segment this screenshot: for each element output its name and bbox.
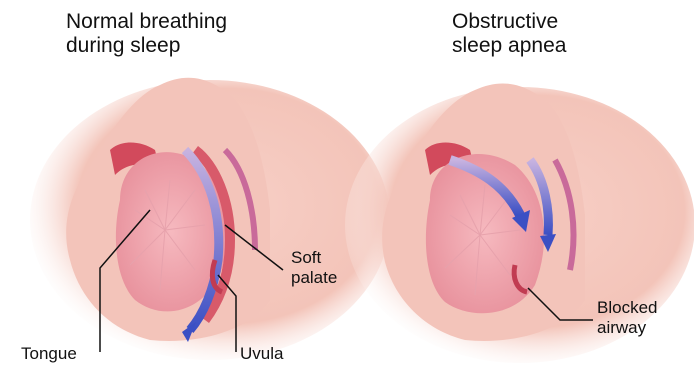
soft-palate-line1: Soft (291, 248, 337, 268)
soft-palate-line2: palate (291, 268, 337, 288)
uvula-label: Uvula (240, 344, 283, 364)
blocked-line2: airway (597, 318, 657, 338)
normal-breathing-head (30, 78, 390, 360)
blocked-airway-label: Blocked airway (597, 298, 657, 338)
blocked-line1: Blocked (597, 298, 657, 318)
soft-palate-label: Soft palate (291, 248, 337, 288)
tongue-label: Tongue (21, 344, 77, 364)
